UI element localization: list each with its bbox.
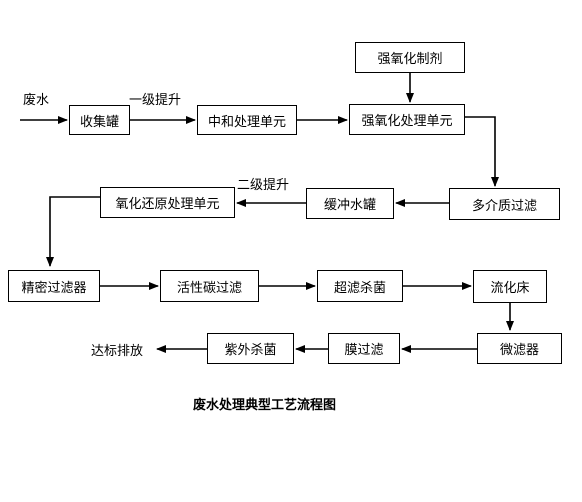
node-fluidized-bed: 流化床 (473, 270, 547, 303)
arrow-oxidation-to-multimedia (465, 116, 499, 187)
node-ultrafiltration-sterilization: 超滤杀菌 (317, 270, 403, 302)
node-neutralization-unit: 中和处理单元 (197, 105, 297, 135)
node-redox-unit: 氧化还原处理单元 (100, 187, 235, 218)
input-label: 废水 (23, 93, 50, 108)
node-oxidant: 强氧化制剂 (355, 42, 465, 73)
diagram-title: 废水处理典型工艺流程图 (193, 398, 337, 413)
node-membrane-filter: 膜过滤 (328, 333, 400, 364)
output-label: 达标排放 (91, 344, 144, 359)
node-precision-filter: 精密过滤器 (8, 270, 100, 302)
first-lift-label: 一级提升 (129, 93, 182, 108)
node-activated-carbon-filter: 活性碳过滤 (160, 270, 259, 302)
node-collection-tank: 收集罐 (69, 105, 130, 135)
second-lift-label: 二级提升 (237, 178, 290, 193)
node-buffer-tank: 缓冲水罐 (306, 188, 394, 219)
arrow-redox-to-precision (46, 196, 100, 267)
node-micro-filter: 微滤器 (477, 333, 562, 364)
node-strong-oxidation-unit: 强氧化处理单元 (349, 104, 465, 135)
node-multimedia-filter: 多介质过滤 (449, 188, 560, 220)
node-uv-sterilization: 紫外杀菌 (207, 333, 294, 364)
